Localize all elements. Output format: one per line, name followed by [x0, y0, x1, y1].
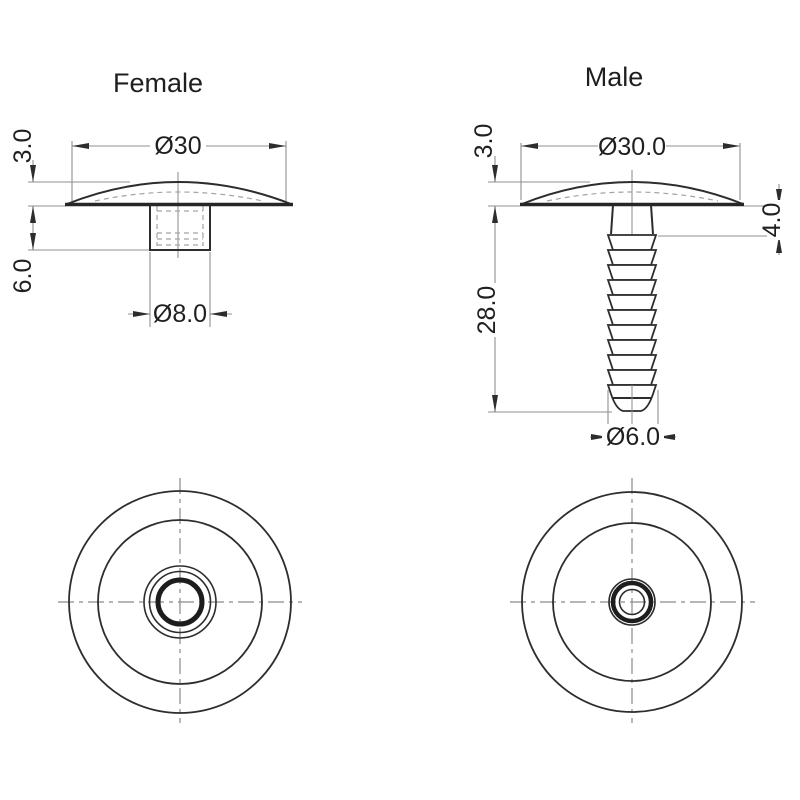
female-part-outline — [65, 172, 293, 258]
female-stem — [149, 205, 211, 251]
female-top-view — [58, 478, 302, 723]
female-dimension-labels: Ø30 3.0 6.0 Ø8.0 — [9, 129, 208, 328]
male-arrows — [492, 143, 782, 440]
female-arrows — [30, 143, 286, 317]
male-top-view — [510, 478, 755, 723]
female-side-view: Female — [9, 68, 293, 328]
female-hidden-dome — [94, 191, 264, 202]
male-neck-length-label: 4.0 — [758, 203, 786, 238]
male-neck-right — [650, 204, 654, 235]
female-head-diameter-label: Ø30 — [154, 132, 201, 160]
male-outer-circle — [521, 491, 743, 713]
male-stem-length-label: 28.0 — [473, 286, 501, 335]
male-dimension-labels: Ø30.0 3.0 4.0 28.0 Ø6.0 — [470, 124, 793, 451]
male-cap-dome — [521, 181, 744, 205]
male-neck-left — [610, 204, 614, 235]
male-tip-diameter-label: Ø6.0 — [606, 423, 660, 451]
male-middle-circle — [552, 522, 712, 682]
male-title: Male — [585, 62, 644, 92]
male-pin-hole-circle — [618, 588, 646, 616]
female-head-height-label: 3.0 — [9, 129, 37, 164]
female-boss-circle — [143, 565, 217, 639]
female-boss-inner-circle — [148, 570, 212, 634]
female-cap-dome — [66, 181, 292, 205]
male-head-diameter-label: Ø30.0 — [598, 133, 666, 161]
male-pin-ring — [610, 580, 654, 624]
female-stem-length-label: 6.0 — [9, 259, 37, 294]
female-middle-circle — [97, 519, 263, 685]
male-hidden-dome — [546, 191, 719, 202]
male-part-outline — [520, 170, 744, 427]
male-head-height-label: 3.0 — [470, 124, 498, 159]
female-dimension-lines — [32, 145, 286, 315]
female-title: Female — [113, 68, 203, 98]
female-stem-diameter-label: Ø8.0 — [153, 300, 207, 328]
female-extension-lines — [28, 141, 287, 327]
male-ribs — [606, 234, 658, 386]
female-hole-ring — [155, 577, 205, 627]
female-outer-circle — [68, 490, 292, 714]
male-side-view: Male — [470, 62, 793, 451]
male-boss-circle — [608, 578, 656, 626]
